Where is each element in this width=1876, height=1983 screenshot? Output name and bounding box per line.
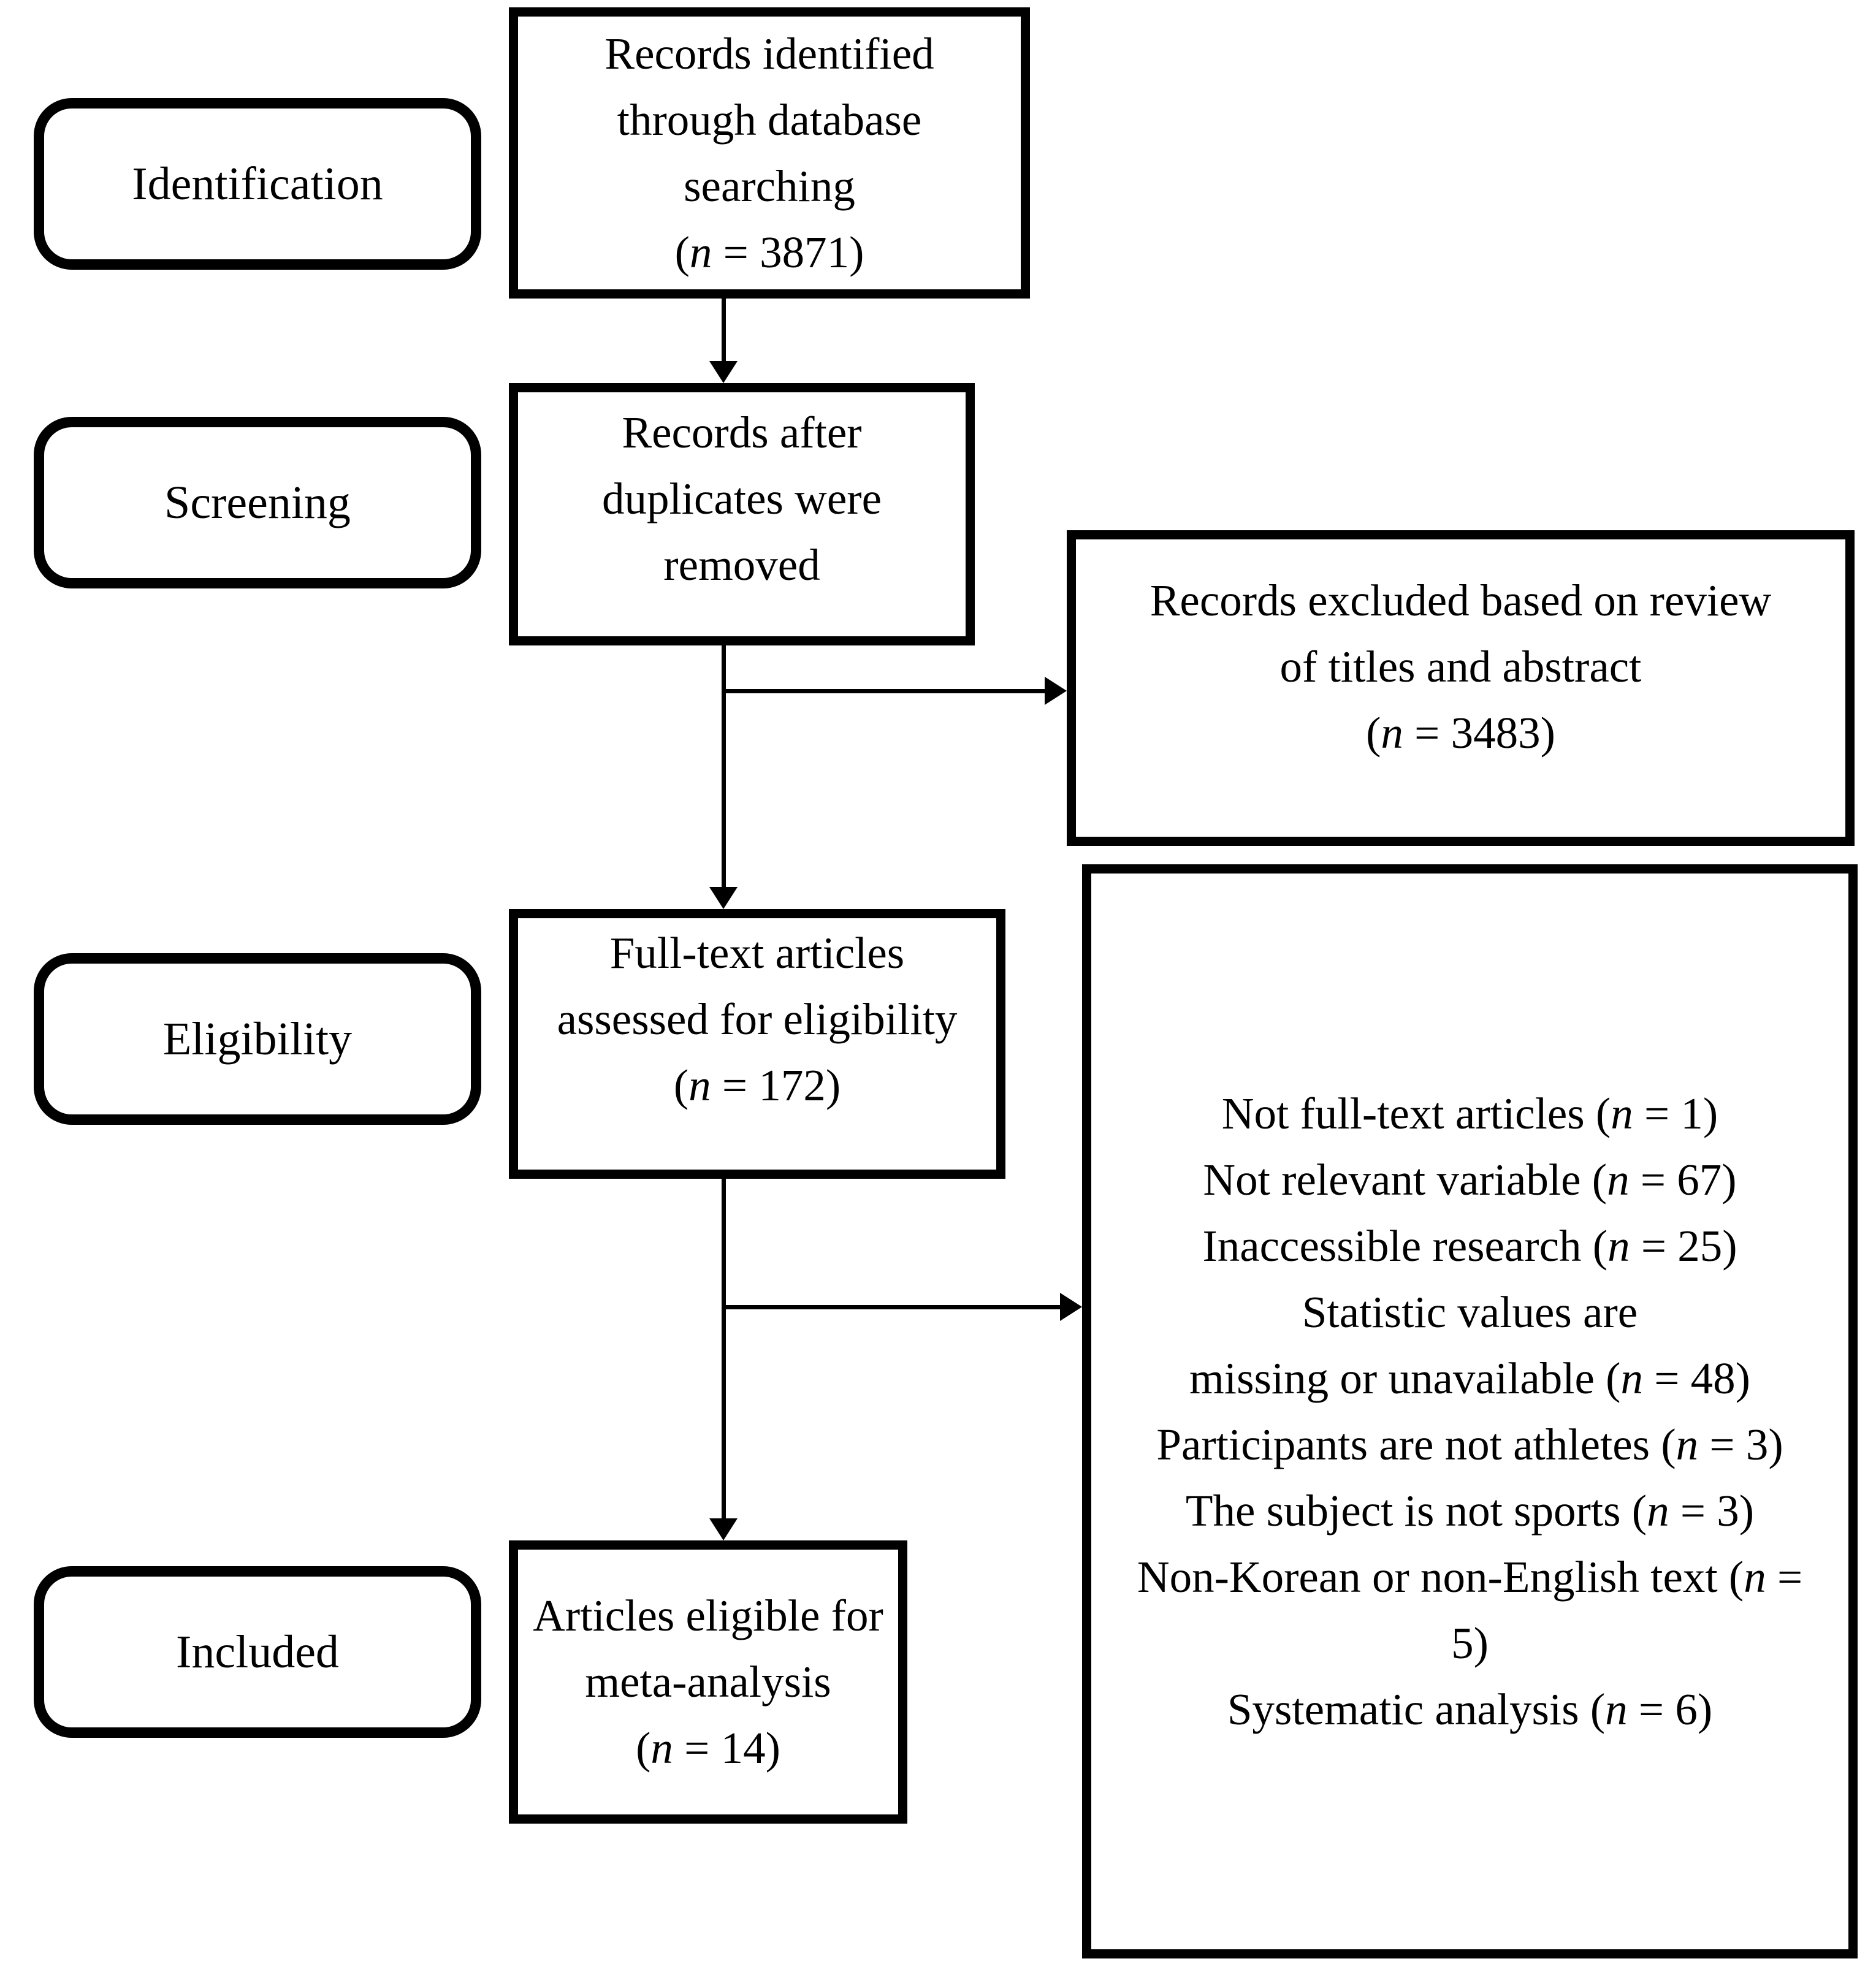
text-line: (n = 3483) [1366,707,1555,758]
text-line: through database [617,94,922,145]
text-line: meta-analysis [585,1657,831,1707]
stage-label-eligibility: Eligibility [34,953,481,1125]
records-excluded-box: Records excluded based on review of title… [1067,530,1855,846]
records-identified-box: Records identified through database search… [509,7,1030,299]
arrowhead-down-icon [709,361,738,383]
text-line: Non-Korean or non-English text (n = [1137,1551,1803,1602]
text-line: 5) [1451,1618,1489,1668]
arrowhead-down-icon [709,887,738,909]
arrow-duplicates-to-fulltext-line [722,645,726,888]
text-line: Full-text articles [609,928,905,978]
arrow-branch-to-records-excluded-line [723,689,1047,693]
text-line: of titles and abstract [1279,641,1642,691]
text-line: (n = 14) [636,1723,780,1773]
arrow-identified-to-duplicates-line [722,299,726,362]
text-line: duplicates were [601,474,882,523]
arrow-fulltext-to-eligible-line [722,1179,726,1520]
articles-eligible-box: Articles eligible for meta-analysis (n = 1… [509,1540,907,1824]
text-line: (n = 3871) [674,227,864,277]
text-line: (n = 172) [673,1060,841,1110]
arrow-branch-to-exclusion-reasons-line [723,1305,1061,1309]
text-line: Records identified [604,28,934,78]
text-line: The subject is not sports (n = 3) [1185,1485,1755,1536]
arrowhead-right-icon [1045,677,1067,705]
text-line: Statistic values are [1302,1287,1638,1337]
text-line: missing or unavailable (n = 48) [1189,1353,1750,1403]
exclusion-reasons-box: Not full-text articles (n = 1) Not releva… [1082,864,1858,1958]
text-line: Not relevant variable (n = 67) [1203,1154,1737,1205]
records-after-duplicates-box: Records after duplicates were removed [509,383,975,645]
text-line: Articles eligible for [533,1591,883,1640]
text-line: removed [663,540,820,590]
arrowhead-down-icon [709,1518,738,1540]
text-line: searching [684,161,855,211]
fulltext-assessed-box: Full-text articles assessed for eligibili… [509,909,1005,1179]
stage-label-screening: Screening [34,417,481,588]
text-line: Records excluded based on review [1150,575,1772,625]
text-line: Records after [622,408,862,457]
text-line: Not full-text articles (n = 1) [1221,1088,1718,1138]
arrowhead-right-icon [1060,1293,1082,1321]
text-line: Inaccessible research (n = 25) [1202,1220,1737,1271]
stage-label-included: Included [34,1566,481,1738]
text-line: assessed for eligibility [557,994,958,1044]
stage-label-identification: Identification [34,98,481,270]
text-line: Systematic analysis (n = 6) [1227,1684,1713,1734]
text-line: Participants are not athletes (n = 3) [1156,1419,1783,1469]
